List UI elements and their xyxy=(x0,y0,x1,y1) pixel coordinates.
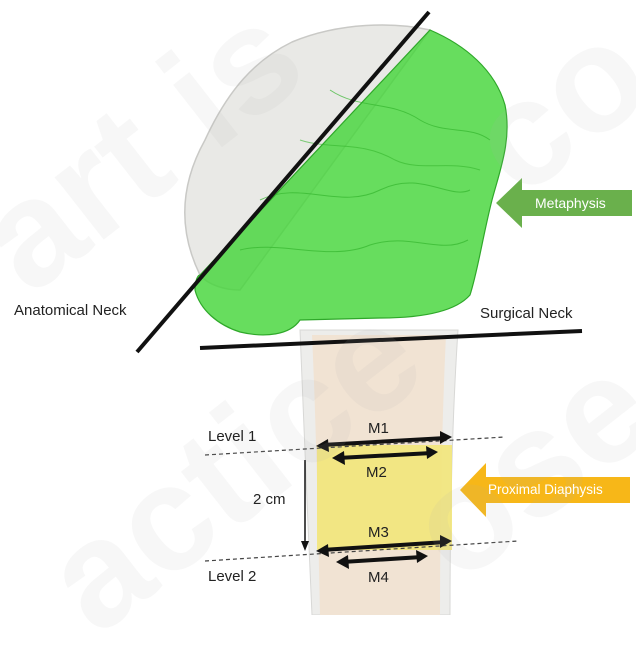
distance-arrowhead xyxy=(301,541,309,551)
level2-label: Level 2 xyxy=(208,568,256,586)
m3-label: M3 xyxy=(368,524,389,542)
proximal-diaphysis-label: Proximal Diaphysis xyxy=(488,481,603,499)
m4-label: M4 xyxy=(368,569,389,587)
anatomical-neck-label: Anatomical Neck xyxy=(14,302,127,320)
humerus-diagram: art is co actice ose Anatomical Neck Sur… xyxy=(0,0,636,615)
surgical-neck-label: Surgical Neck xyxy=(480,305,573,323)
distance-label: 2 cm xyxy=(253,491,286,509)
m2-label: M2 xyxy=(366,464,387,482)
metaphysis-label: Metaphysis xyxy=(535,194,606,212)
level1-label: Level 1 xyxy=(208,428,256,446)
m1-label: M1 xyxy=(368,420,389,438)
